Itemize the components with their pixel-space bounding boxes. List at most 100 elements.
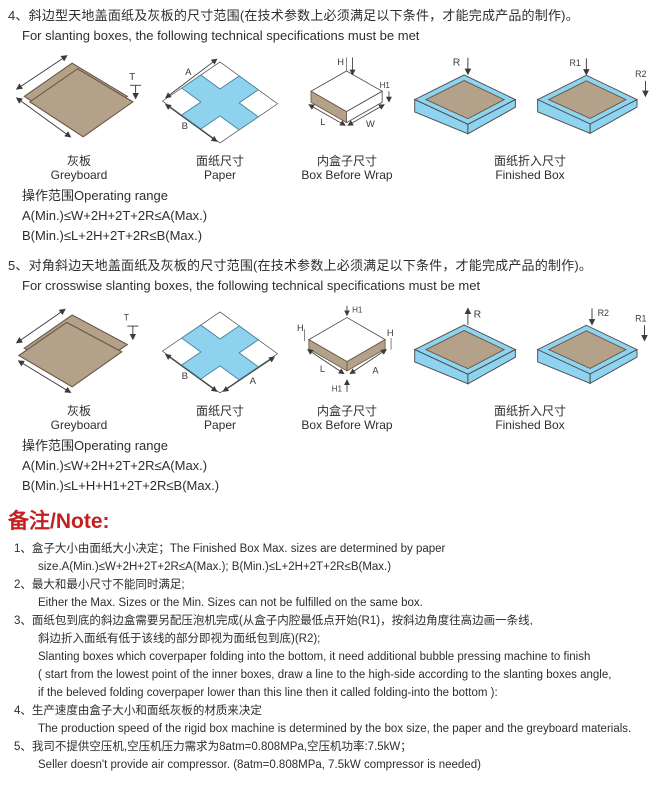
dim-label-r2: R2 bbox=[635, 69, 646, 79]
caption-box-cn: 内盒子尺寸 bbox=[316, 404, 377, 418]
dim-label-h: H bbox=[297, 323, 304, 333]
note-line: 2、最大和最小尺寸不能同时满足; bbox=[14, 579, 185, 591]
caption-finished-en: Finished Box bbox=[495, 418, 565, 432]
tray-bottom bbox=[547, 330, 627, 369]
l-arrow bbox=[308, 104, 346, 126]
dim-label-t: T bbox=[129, 72, 135, 83]
operating-range-s4: 操作范围Operating range A(Min.)≤W+2H+2T+2R≤A… bbox=[8, 186, 662, 246]
tray-bottom bbox=[547, 80, 627, 119]
dim-arrow bbox=[15, 55, 68, 90]
greyboard-diagram: T bbox=[15, 308, 138, 393]
finished-box-r-diagram: R bbox=[413, 57, 516, 135]
caption-finished-cn: 面纸折入尺寸 bbox=[493, 404, 566, 418]
box-before-wrap-diagram: H1 H H L H1 A bbox=[297, 305, 394, 393]
section-5-heading-en: For crosswise slanting boxes, the follow… bbox=[22, 278, 481, 293]
l-arrow bbox=[307, 349, 345, 375]
operating-range-label: 操作范围Operating range bbox=[22, 438, 168, 453]
caption-greyboard-cn: 灰板 bbox=[66, 404, 91, 418]
note-line: Seller doesn't provide air compressor. (… bbox=[38, 759, 481, 771]
section-5: 5、对角斜边天地盖面纸及灰板的尺寸范围(在技术参数上必须满足以下条件，才能完成产… bbox=[8, 256, 662, 496]
caption-box-before-wrap: 内盒子尺寸 Box Before Wrap bbox=[290, 154, 404, 182]
dim-label-r1: R1 bbox=[635, 314, 646, 324]
dim-label-a: A bbox=[372, 365, 379, 375]
dim-arrow bbox=[15, 97, 71, 138]
dim-label-t: T bbox=[123, 313, 129, 323]
document-page: 4、斜边型天地盖面纸及灰板的尺寸范围(在技术参数上必须满足以下条件，才能完成产品… bbox=[8, 6, 662, 774]
dim-arrow-b bbox=[164, 353, 218, 392]
section-4-heading-cn: 4、斜边型天地盖面纸及灰板的尺寸范围(在技术参数上必须满足以下条件，才能完成产品… bbox=[8, 8, 579, 23]
caption-finished-box: 面纸折入尺寸 Finished Box bbox=[404, 154, 656, 182]
caption-box-cn: 内盒子尺寸 bbox=[316, 154, 377, 168]
tray-right-wall bbox=[466, 98, 516, 135]
note-line: Slanting boxes which coverpaper folding … bbox=[38, 651, 591, 663]
note-line: Either the Max. Sizes or the Min. Sizes … bbox=[38, 597, 423, 609]
formula-a-s5: A(Min.)≤W+2H+2T+2R≤A(Max.) bbox=[22, 458, 208, 473]
figure-box-before-wrap-s5: H1 H H L H1 A 内盒子尺寸 Box Before Wrap bbox=[290, 304, 404, 432]
figure-finished-box-s4: R R1 R2 面纸折入尺寸 Finished Box bbox=[404, 54, 656, 182]
greyboard-sheet-front bbox=[17, 321, 123, 388]
tray-bottom bbox=[424, 80, 505, 120]
notes-section: 备注/Note: 1、盒子大小由面纸大小决定；The Finished Box … bbox=[8, 508, 662, 774]
dim-label-a: A bbox=[250, 376, 257, 387]
note-line: size.A(Min.)≤W+2H+2T+2R≤A(Max.); B(Min.)… bbox=[38, 561, 392, 573]
dim-arrow bbox=[15, 308, 66, 344]
notes-heading: 备注/Note: bbox=[8, 510, 110, 533]
dim-label-w: W bbox=[366, 119, 375, 129]
operating-range-s5: 操作范围Operating range A(Min.)≤W+2H+2T+2R≤A… bbox=[8, 436, 662, 496]
section-4-heading-en: For slanting boxes, the following techni… bbox=[22, 28, 420, 43]
caption-finished-en: Finished Box bbox=[495, 168, 565, 182]
tray-right-wall bbox=[589, 98, 637, 135]
dim-label-l: L bbox=[320, 117, 325, 127]
dim-label-b: B bbox=[182, 371, 188, 382]
note-line: 5、我司不提供空压机,空压机压力需求为8atm=0.808MPa,空压机功率:7… bbox=[14, 741, 412, 753]
dim-arrow bbox=[17, 360, 71, 393]
dim-label-l: L bbox=[320, 364, 325, 374]
paper-shape bbox=[180, 324, 260, 381]
finished-box-r1r2-diagram: R2 R1 bbox=[536, 308, 648, 385]
section-4-diagrams: T 灰板 Greyboard A B 面纸尺寸 bbox=[8, 54, 662, 182]
caption-finished-box: 面纸折入尺寸 Finished Box bbox=[404, 404, 656, 432]
note-line: The production speed of the rigid box ma… bbox=[38, 723, 632, 735]
caption-greyboard-en: Greyboard bbox=[50, 168, 108, 182]
dim-arrow-a bbox=[222, 356, 276, 392]
dim-label-a: A bbox=[185, 67, 192, 78]
finished-box-r-diagram: R bbox=[413, 307, 516, 385]
figure-box-before-wrap-s4: H H1 L W 内盒子尺寸 Box Before Wrap bbox=[290, 54, 404, 182]
note-line: 3、面纸包到底的斜边盒需要另配压泡机完成(从盒子内腔最低点开始(R1)，按斜边角… bbox=[14, 615, 533, 627]
dim-label-r: R bbox=[473, 309, 481, 320]
tray-right-wall bbox=[466, 348, 516, 385]
note-line: if the beleved folding coverpaper lower … bbox=[38, 687, 498, 699]
formula-b-s5: B(Min.)≤L+H+H1+2T+2R≤B(Max.) bbox=[22, 478, 220, 493]
caption-greyboard: 灰板 Greyboard bbox=[8, 154, 150, 182]
figure-greyboard-s4: T 灰板 Greyboard bbox=[8, 54, 150, 182]
section-5-diagrams: T 灰板 Greyboard B A 面纸尺寸 bbox=[8, 304, 662, 432]
caption-paper-cn: 面纸尺寸 bbox=[195, 404, 244, 418]
caption-greyboard-cn: 灰板 bbox=[66, 154, 91, 168]
finished-box-trays: R R2 R1 bbox=[404, 304, 656, 399]
section-4: 4、斜边型天地盖面纸及灰板的尺寸范围(在技术参数上必须满足以下条件，才能完成产品… bbox=[8, 6, 662, 246]
caption-box-en: Box Before Wrap bbox=[301, 418, 393, 432]
a-arrow bbox=[349, 349, 387, 375]
greyboard-diagram: T bbox=[15, 55, 141, 138]
note-line: 斜边折入面纸有低于该线的部分即视为面纸包到底)(R2); bbox=[38, 633, 321, 645]
dim-label-b: B bbox=[182, 121, 188, 132]
caption-paper-en: Paper bbox=[203, 418, 237, 432]
finished-box-r1r2-diagram: R1 R2 bbox=[536, 58, 649, 135]
figure-finished-box-s5: R R2 R1 面纸折入尺寸 Finished Box bbox=[404, 304, 656, 432]
dim-arrow-a bbox=[164, 58, 218, 99]
figure-paper-s4: A B 面纸尺寸 Paper bbox=[150, 54, 290, 182]
figure-greyboard-s5: T 灰板 Greyboard bbox=[8, 304, 150, 432]
caption-greyboard-en: Greyboard bbox=[50, 418, 108, 432]
tray-bottom bbox=[424, 330, 505, 370]
note-line: 4、生产速度由盒子大小和面纸灰板的材质来决定 bbox=[14, 705, 262, 717]
operating-range-label: 操作范围Operating range bbox=[22, 188, 168, 203]
caption-paper-en: Paper bbox=[203, 168, 237, 182]
formula-b-s4: B(Min.)≤L+2H+2T+2R≤B(Max.) bbox=[22, 228, 203, 243]
caption-paper: 面纸尺寸 Paper bbox=[150, 154, 290, 182]
section-5-heading-cn: 5、对角斜边天地盖面纸及灰板的尺寸范围(在技术参数上必须满足以下条件，才能完成产… bbox=[8, 258, 593, 273]
finished-box-trays: R R1 R2 bbox=[404, 54, 656, 149]
caption-finished-cn: 面纸折入尺寸 bbox=[493, 154, 566, 168]
caption-greyboard: 灰板 Greyboard bbox=[8, 404, 150, 432]
dim-label-r: R bbox=[452, 57, 460, 68]
dim-label-r2: R2 bbox=[597, 308, 608, 318]
